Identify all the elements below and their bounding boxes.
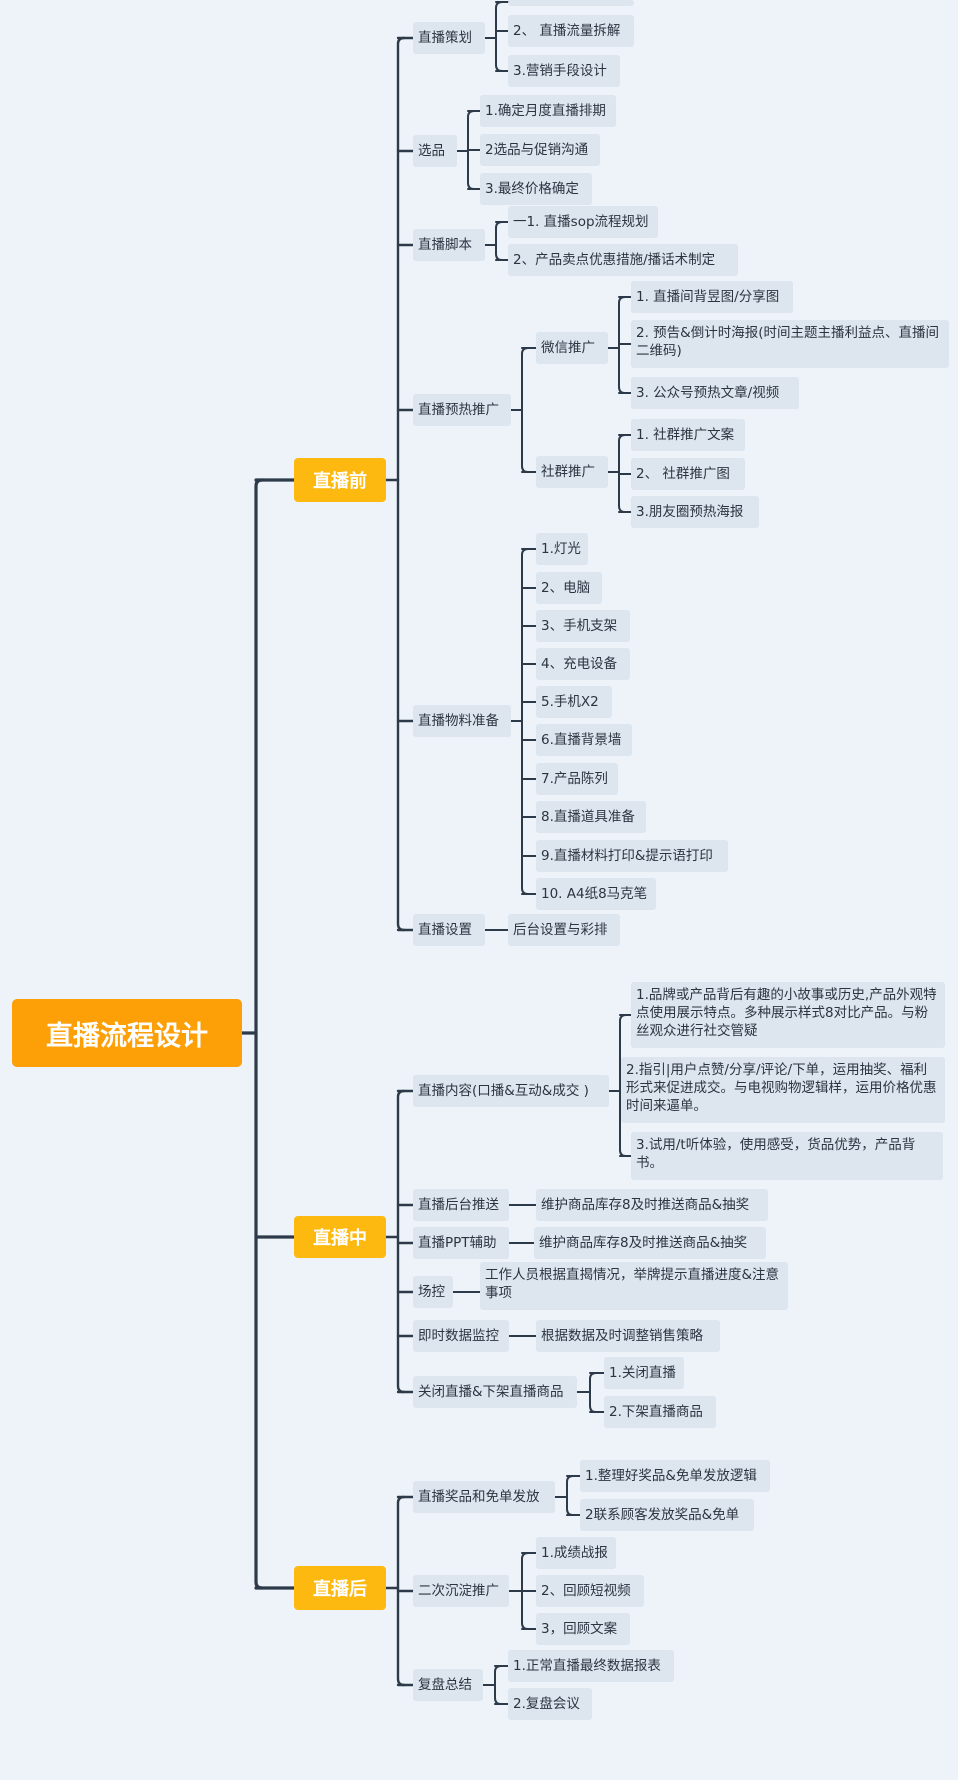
connector: [521, 548, 529, 895]
sub-node-materials[interactable]: 直播物料准备: [413, 705, 511, 737]
leaf-node[interactable]: 2.复盘会议: [508, 1688, 592, 1720]
sub-node-content[interactable]: 直播内容(口播&互动&成交 ): [413, 1075, 609, 1107]
sub-node-review[interactable]: 复盘总结: [413, 1669, 483, 1701]
sub-node-script[interactable]: 直播脚本: [413, 229, 485, 261]
sub-node-wechat[interactable]: 微信推广: [536, 332, 608, 364]
sub-node-secondary-promo[interactable]: 二次沉淀推广: [413, 1575, 509, 1607]
leaf-node[interactable]: 10. A4纸8马克笔: [536, 878, 656, 910]
leaf-node[interactable]: 2、电脑: [536, 572, 602, 604]
leaf-node[interactable]: 后台设置与彩排: [508, 914, 620, 946]
connector: [495, 221, 503, 261]
leaf-node[interactable]: 2、产品卖点优惠措施/播话术制定: [508, 244, 738, 276]
sub-node-settings[interactable]: 直播设置: [413, 914, 485, 946]
leaf-node[interactable]: 根据数据及时调整销售策略: [536, 1320, 720, 1352]
connector: [254, 478, 264, 1590]
main-node-during[interactable]: 直播中: [294, 1216, 386, 1258]
connector: [396, 1089, 406, 1394]
leaf-node[interactable]: 工作人员根据直揭情况，举牌提示直播进度&注意事项: [480, 1262, 788, 1310]
sub-node-close-live[interactable]: 关闭直播&下架直播商品: [413, 1376, 577, 1408]
leaf-node[interactable]: 1.成绩战报: [536, 1537, 616, 1569]
leaf-node[interactable]: 维护商品库存8及时推送商品&抽奖: [536, 1189, 768, 1221]
connector: [396, 36, 406, 932]
leaf-node[interactable]: 3，回顾文案: [536, 1613, 630, 1645]
leaf-node[interactable]: 2、回顾短视频: [536, 1575, 644, 1607]
leaf-node[interactable]: 1.确定月度直播排期: [480, 95, 616, 127]
leaf-node[interactable]: 2选品与促销沟通: [480, 134, 600, 166]
leaf-node[interactable]: 9.直播材料打印&提示语打印: [536, 840, 728, 872]
leaf-node[interactable]: 1. 社群推广文案: [631, 419, 745, 451]
leaf-node[interactable]: 2、 社群推广图: [631, 458, 745, 490]
leaf-node[interactable]: 7.产品陈列: [536, 763, 618, 795]
leaf-node[interactable]: 1. 直播间背昱图/分享图: [631, 281, 793, 313]
sub-node-field-control[interactable]: 场控: [413, 1276, 453, 1308]
leaf-node[interactable]: 3.朋友圈预热海报: [631, 496, 759, 528]
leaf-node[interactable]: 一1. 直播sop流程规划: [508, 206, 658, 238]
leaf-node[interactable]: 2联系顾客发放奖品&免单: [580, 1499, 754, 1531]
connector: [521, 347, 529, 473]
sub-node-prizes[interactable]: 直播奖品和免单发放: [413, 1481, 555, 1513]
leaf-node[interactable]: 3.试用/t听体验，使用感受，货品优势，产品背书。: [631, 1132, 943, 1180]
leaf-node[interactable]: 8.直播道具准备: [536, 801, 646, 833]
sub-node-community[interactable]: 社群推广: [536, 456, 608, 488]
sub-node-selection[interactable]: 选品: [413, 135, 457, 167]
leaf-node[interactable]: 1.灯光: [536, 533, 588, 565]
leaf-node[interactable]: 2、 直播流量拆解: [508, 15, 634, 47]
root-node[interactable]: 直播流程设计: [12, 999, 242, 1067]
sub-node-data-monitor[interactable]: 即时数据监控: [413, 1320, 509, 1352]
leaf-node[interactable]: 2.下架直播商品: [604, 1396, 716, 1428]
leaf-node[interactable]: 4、充电设备: [536, 648, 630, 680]
sub-node-backend-push[interactable]: 直播后台推送: [413, 1189, 509, 1221]
leaf-node[interactable]: 1.正常直播最终数据报表: [508, 1650, 674, 1682]
leaf-node[interactable]: [508, 0, 634, 6]
leaf-node[interactable]: 3、手机支架: [536, 610, 630, 642]
connector: [589, 1372, 597, 1413]
leaf-node[interactable]: 3.营销手段设计: [508, 55, 620, 87]
leaf-node[interactable]: 2.指引|用户点赞/分享/评论/下单，运用抽奖、福利形式来促进成交。与电视购物逻…: [621, 1057, 945, 1123]
leaf-node[interactable]: 2. 预告&倒计时海报(时间主题主播利益点、直播间二维码): [631, 320, 949, 368]
leaf-node[interactable]: 1.品牌或产品背后有趣的小故事或历史,产品外观特点使用展示特点。多种展示样式8对…: [631, 982, 945, 1048]
connector: [566, 1475, 574, 1516]
leaf-node[interactable]: 3.最终价格确定: [480, 173, 592, 205]
leaf-node[interactable]: 6.直播背景墙: [536, 724, 632, 756]
connector: [495, 1, 503, 72]
leaf-node[interactable]: 1.整理好奖品&免单发放逻辑: [580, 1460, 770, 1492]
leaf-node[interactable]: 1.关闭直播: [604, 1357, 684, 1389]
main-node-after[interactable]: 直播后: [294, 1566, 386, 1610]
leaf-node[interactable]: 3. 公众号预热文章/视频: [631, 377, 799, 409]
leaf-node[interactable]: 5.手机X2: [536, 686, 612, 718]
sub-node-ppt[interactable]: 直播PPT辅助: [413, 1227, 509, 1259]
leaf-node[interactable]: 维护商品库存8及时推送商品&抽奖: [534, 1227, 766, 1259]
sub-node-warmup[interactable]: 直播预热推广: [413, 394, 511, 426]
main-node-before[interactable]: 直播前: [294, 458, 386, 502]
sub-node-planning[interactable]: 直播策划: [413, 22, 485, 54]
connector: [494, 1665, 502, 1705]
